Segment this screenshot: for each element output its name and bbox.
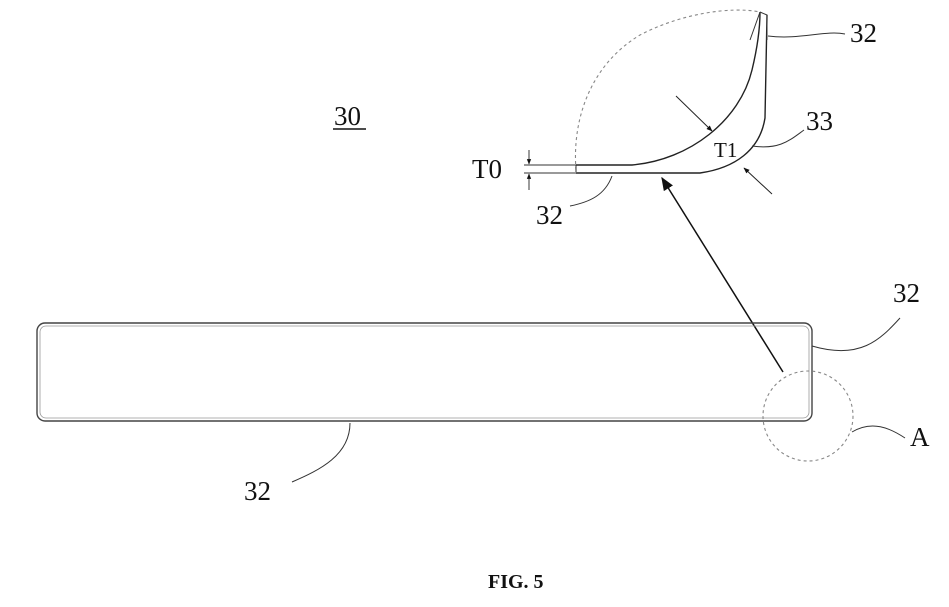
label-t0: T0 (472, 154, 502, 184)
detail-outer-curve (576, 15, 767, 173)
label-33: 33 (806, 106, 833, 136)
plate-outer (37, 323, 812, 421)
magnification-arrow (662, 178, 783, 372)
figure-caption: FIG. 5 (488, 571, 544, 593)
leader-32-inner-bottom (570, 176, 612, 206)
label-32-inner-bottom: 32 (536, 200, 563, 230)
label-32-top-right: 32 (850, 18, 877, 48)
t1-arrow-upper (676, 96, 712, 131)
leader-33 (752, 130, 804, 147)
leader-32-plate-bottom (292, 423, 350, 482)
t1-arrow-lower (744, 168, 772, 194)
leader-32-top-right (768, 33, 845, 37)
label-t1: T1 (714, 138, 737, 162)
leader-32-plate-right (812, 318, 900, 351)
label-a: A (910, 422, 930, 452)
leader-a (852, 426, 905, 438)
plate-inner-layer (40, 326, 809, 418)
label-32-plate-bottom: 32 (244, 476, 271, 506)
label-32-plate-right: 32 (893, 278, 920, 308)
label-30: 30 (334, 101, 361, 131)
